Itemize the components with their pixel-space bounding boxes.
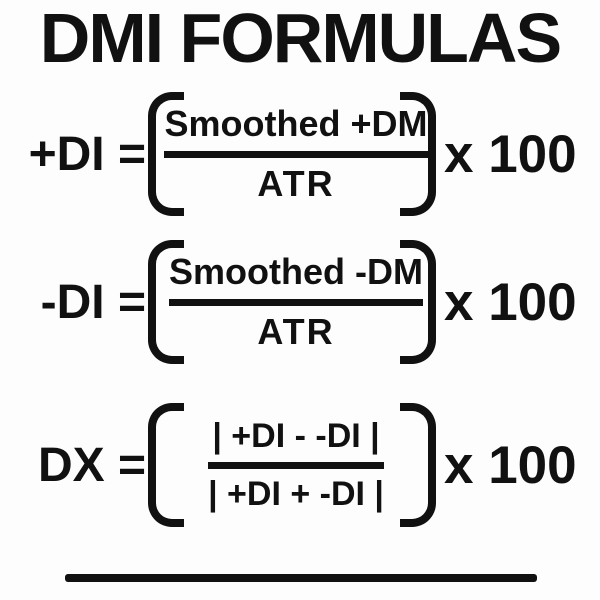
fraction-numerator: Smoothed +DM xyxy=(164,103,428,145)
fraction-numerator: | +DI - -DI | xyxy=(212,417,380,456)
fraction-zone: | +DI - -DI | | +DI + -DI | xyxy=(164,417,428,513)
right-bracket xyxy=(400,92,436,216)
formula-lhs: +DI = xyxy=(28,127,146,181)
formula-multiplier: x 100 xyxy=(444,435,577,495)
fraction-bar xyxy=(169,298,423,306)
fraction-numerator: Smoothed -DM xyxy=(169,251,423,293)
formula-multiplier: x 100 xyxy=(444,272,577,332)
bottom-divider-bar xyxy=(65,574,537,582)
fraction: Smoothed +DM ATR xyxy=(164,103,428,204)
fraction-denominator: ATR xyxy=(257,162,335,204)
formula-row-plus-di: +DI = Smoothed +DM ATR x 100 xyxy=(0,92,600,216)
fraction-zone: Smoothed -DM ATR xyxy=(164,251,428,352)
left-bracket xyxy=(148,240,184,364)
left-bracket xyxy=(148,403,184,527)
fraction: | +DI - -DI | | +DI + -DI | xyxy=(208,417,384,513)
right-bracket xyxy=(400,240,436,364)
fraction-denominator: ATR xyxy=(257,310,335,352)
fraction-bar xyxy=(164,150,428,158)
fraction: Smoothed -DM ATR xyxy=(169,251,423,352)
formula-multiplier: x 100 xyxy=(444,124,577,184)
fraction-zone: Smoothed +DM ATR xyxy=(164,103,428,204)
fraction-denominator: | +DI + -DI | xyxy=(208,474,384,513)
left-bracket xyxy=(148,92,184,216)
formula-lhs: -DI = xyxy=(40,275,146,329)
fraction-bar xyxy=(208,461,384,469)
page-title: DMI FORMULAS xyxy=(39,0,562,77)
formula-row-dx: DX = | +DI - -DI | | +DI + -DI | x 100 xyxy=(0,403,600,527)
right-bracket xyxy=(400,403,436,527)
formula-lhs: DX = xyxy=(37,438,146,492)
formula-row-minus-di: -DI = Smoothed -DM ATR x 100 xyxy=(0,240,600,364)
